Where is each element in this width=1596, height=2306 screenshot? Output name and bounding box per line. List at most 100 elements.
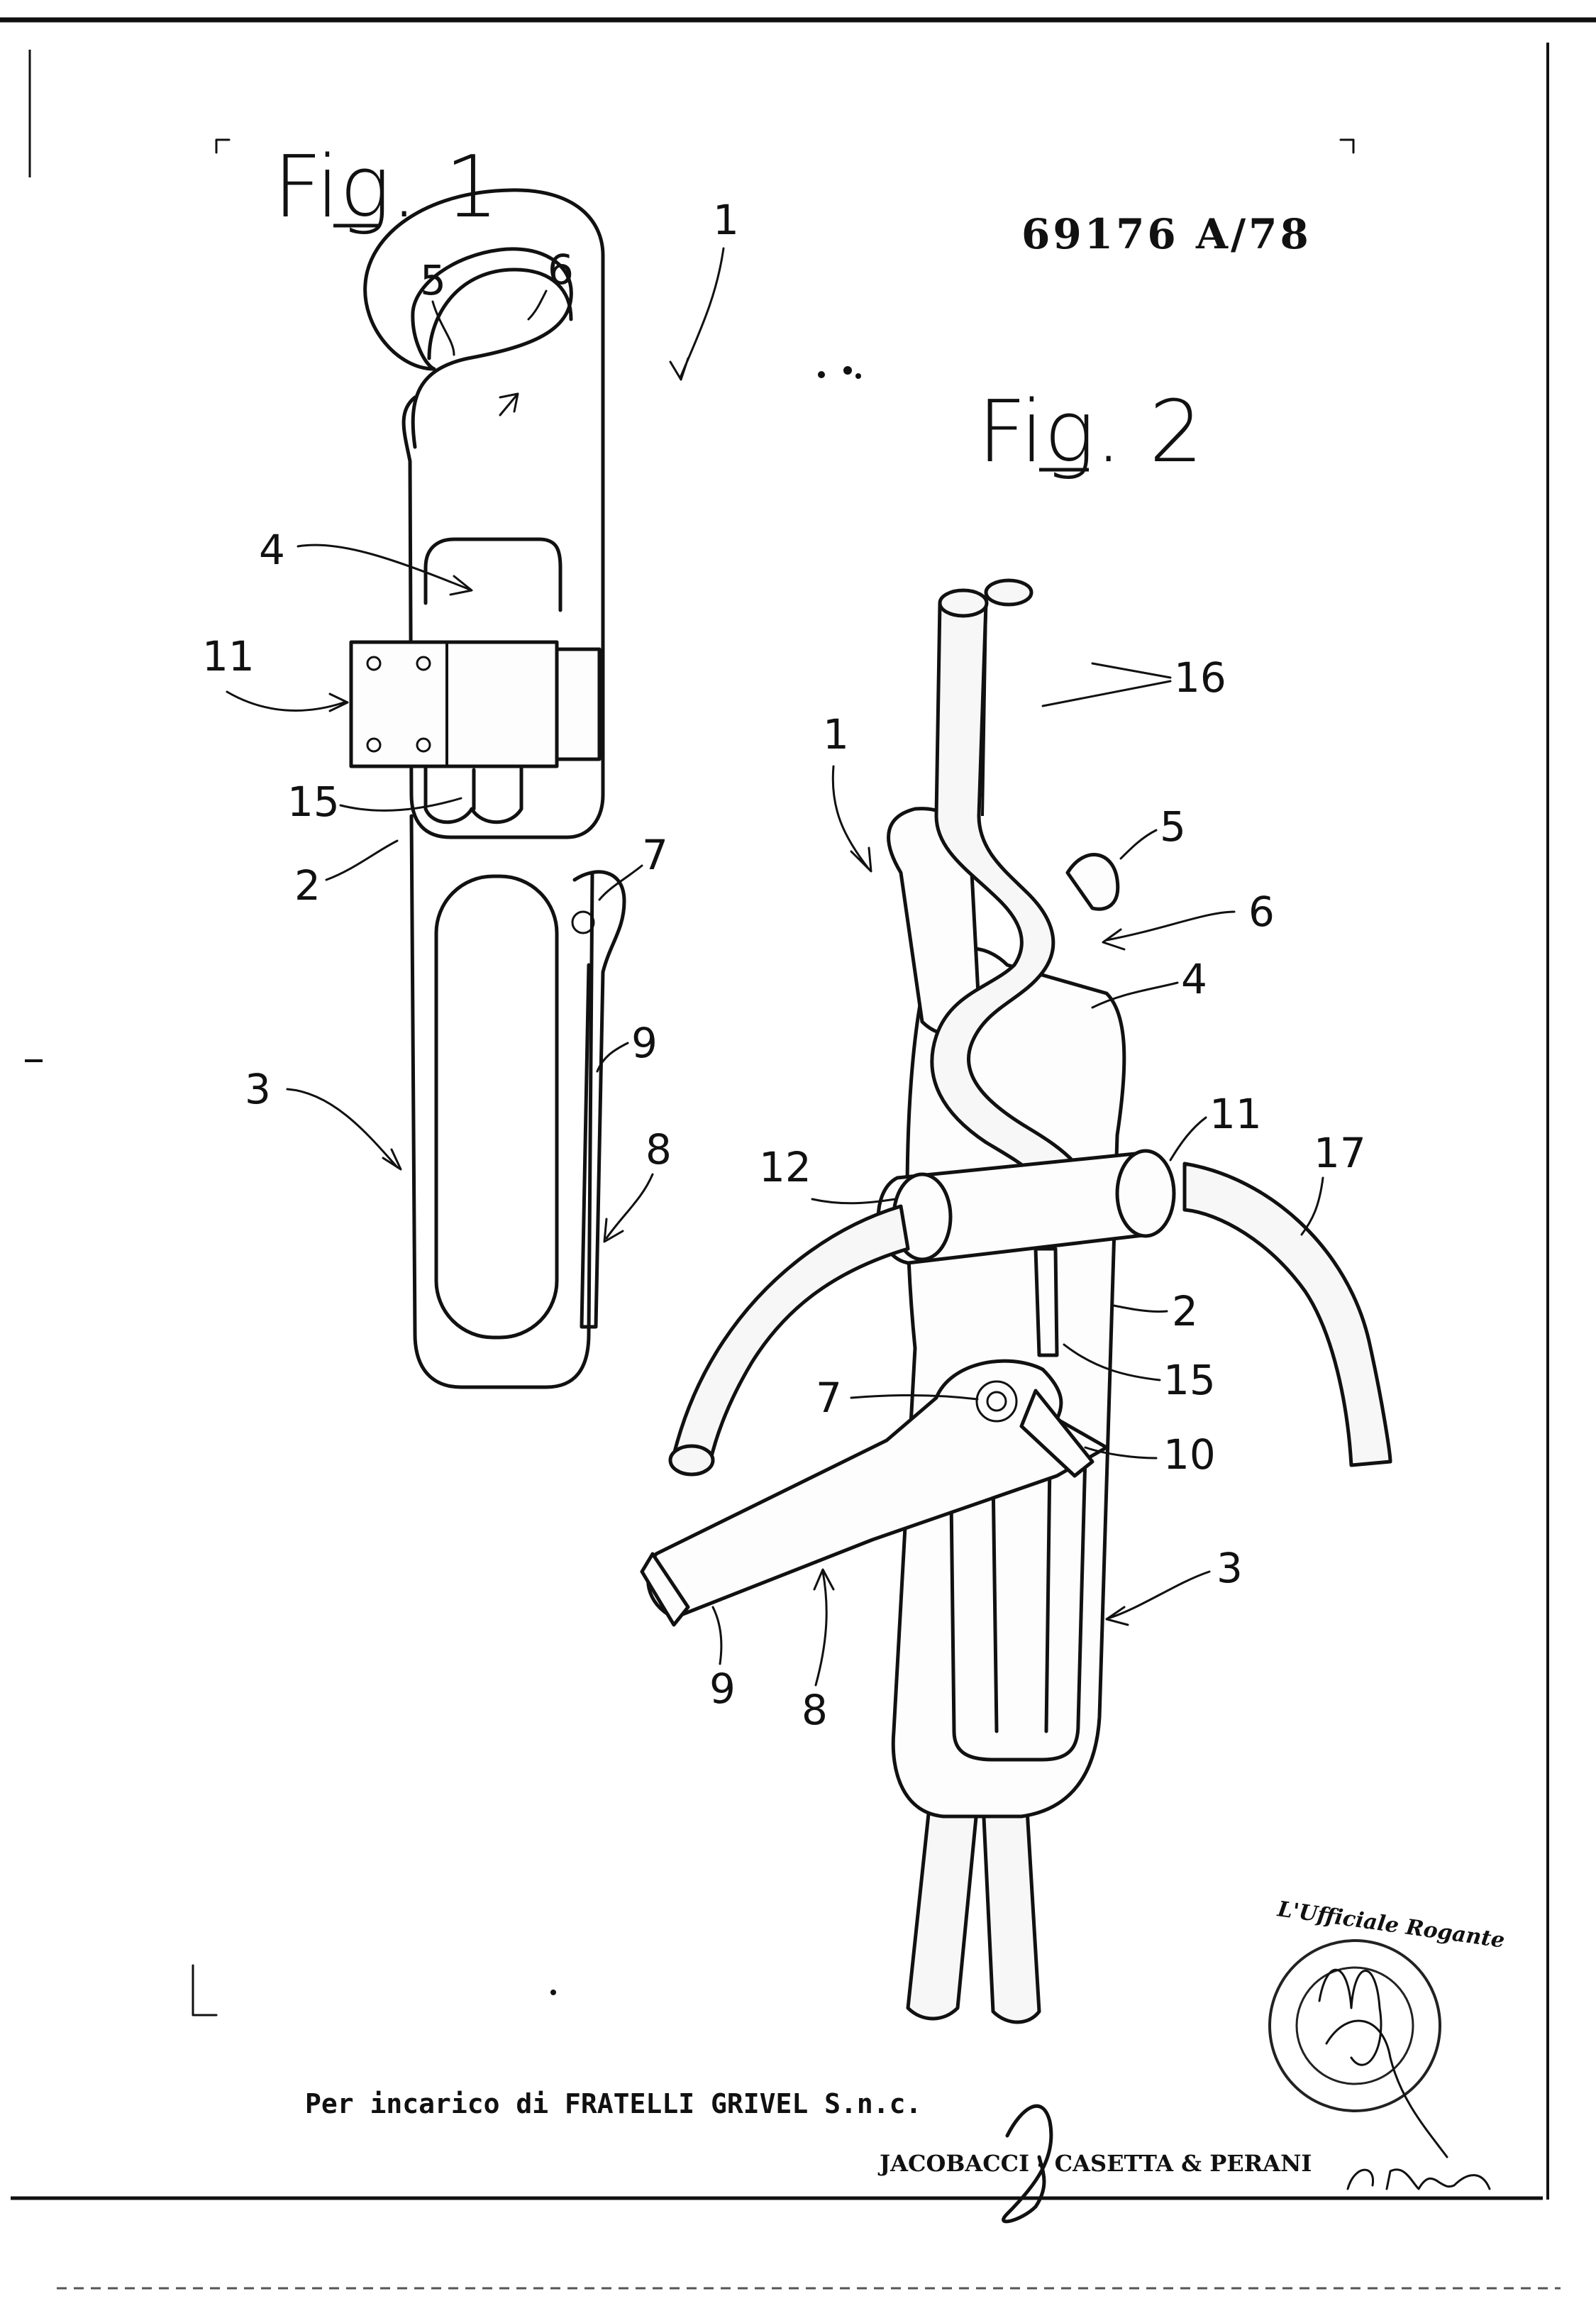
fig1-plate-side xyxy=(555,647,602,761)
fig2-side-rope-17 xyxy=(1182,1162,1392,1467)
fig2-leader-1 xyxy=(831,765,872,873)
fig2-title: Fig. 2 xyxy=(977,383,1203,482)
handwritten-signature-1 xyxy=(1002,2104,1053,2224)
fig2-rope-divider xyxy=(981,606,987,817)
fig1-leader-8 xyxy=(603,1173,654,1243)
fig1-label-15: 15 xyxy=(287,778,340,826)
fig1-leader-2 xyxy=(325,839,399,881)
corner-mark-top-left xyxy=(215,138,231,154)
fig2-label-5: 5 xyxy=(1160,802,1186,851)
fig2-leader-10 xyxy=(1084,1446,1158,1460)
stamp-outer-circle xyxy=(1268,1939,1441,2112)
fig2-leader-9 xyxy=(711,1606,723,1665)
fig1-label-11: 11 xyxy=(202,632,255,680)
fig2-label-15: 15 xyxy=(1163,1356,1216,1404)
fig2-cam-10 xyxy=(1019,1389,1095,1478)
fig2-label-10: 10 xyxy=(1163,1430,1216,1479)
fig2-leader-5 xyxy=(1119,829,1158,860)
fig2-leader-4 xyxy=(1091,981,1179,1009)
fig1-leader-5 xyxy=(431,300,455,356)
fig1-title: Fig. 1 xyxy=(273,138,499,237)
fig1-label-3: 3 xyxy=(245,1065,271,1113)
fig1-hook-outline xyxy=(363,188,605,839)
fig1-label-8: 8 xyxy=(645,1125,672,1174)
fig2-label-4: 4 xyxy=(1181,955,1207,1003)
fig2-lower-rope-left xyxy=(906,1772,981,2021)
fig2-rope-end-right xyxy=(984,578,1033,607)
fig1-screw-2 xyxy=(416,656,431,671)
fig1-label-5: 5 xyxy=(420,256,446,304)
fig1-lower-window xyxy=(434,874,559,1340)
fig1-leader-6 xyxy=(527,289,548,321)
fig1-arrow-in-hook xyxy=(499,392,519,416)
fig2-pivot-7-inner xyxy=(986,1391,1007,1412)
fig2-label-1: 1 xyxy=(823,710,849,758)
fig2-leader-8 xyxy=(813,1568,835,1687)
fig2-leader-16 xyxy=(1041,662,1172,707)
fig2-leader-15 xyxy=(1063,1343,1161,1381)
fig2-label-7: 7 xyxy=(816,1374,842,1422)
fig1-label-6: 6 xyxy=(548,246,574,294)
fig2-label-17: 17 xyxy=(1314,1129,1366,1177)
official-stamp: L'Ufficiale Rogante xyxy=(1268,1897,1507,2158)
fig2-lower-slot xyxy=(991,1460,1052,1733)
reference-number: 69176 A/78 xyxy=(1021,210,1312,258)
footer-attribution: Per incarico di FRATELLI GRIVEL S.n.c. xyxy=(305,2088,921,2119)
fig2-rope-end-left xyxy=(938,588,989,618)
fig2-left-rope xyxy=(672,1204,910,1467)
stamp-heading: L'Ufficiale Rogante xyxy=(1275,1897,1507,1953)
fig1-label-4: 4 xyxy=(259,526,285,574)
fig1-screw-3 xyxy=(366,737,382,753)
fig2-crossbar-end-11 xyxy=(1115,1149,1176,1238)
stamp-signature-scrawl xyxy=(1325,2019,1448,2158)
scan-speckle xyxy=(843,366,852,375)
fig1-label-2: 2 xyxy=(294,861,321,910)
fig1-screw-1 xyxy=(366,656,382,671)
fig2-leader-7 xyxy=(850,1394,979,1401)
fig1-label-9: 9 xyxy=(631,1019,658,1067)
corner-mark-bottom-left xyxy=(192,1964,218,2017)
fig1-leader-7 xyxy=(598,864,643,901)
fig1-prongs-15 xyxy=(423,764,523,824)
fig2-label-9: 9 xyxy=(709,1665,736,1713)
scan-speckle xyxy=(855,373,861,379)
stamp-inner-circle xyxy=(1295,1966,1414,2085)
fig2-leader-11 xyxy=(1169,1116,1207,1162)
fig1-hook-slot xyxy=(427,267,573,360)
fig1-label-7: 7 xyxy=(642,831,668,879)
fig1-plate-11 xyxy=(349,640,559,768)
fig2-label-8: 8 xyxy=(802,1686,828,1734)
fig2-lower-rope-right xyxy=(980,1772,1041,2024)
fig1-window-4 xyxy=(423,537,563,612)
fig2-lever-end xyxy=(640,1552,690,1627)
fig2-leader-17 xyxy=(1300,1176,1324,1236)
fig2-leader-2 xyxy=(1112,1304,1168,1313)
fig2-leader-6 xyxy=(1102,910,1236,951)
fig2-lower-window xyxy=(948,1438,1087,1762)
fig1-lever xyxy=(572,870,626,1329)
fig2-hook-tip-5 xyxy=(1065,853,1120,911)
handwritten-signature-2 xyxy=(1346,2168,1491,2190)
fig2-pivot-7 xyxy=(975,1380,1018,1423)
fig2-prong-15 xyxy=(1033,1247,1059,1357)
scan-speckle xyxy=(818,371,825,378)
fig1-leader-4 xyxy=(297,544,473,596)
fig1-leader-11 xyxy=(226,690,349,712)
figure-1: Fig. 1 1 5 6 4 11 1 xyxy=(202,138,739,1389)
fig1-label-1: 1 xyxy=(713,196,739,244)
stamp-emblem xyxy=(1318,1968,1382,2066)
fig1-leader-9 xyxy=(596,1042,629,1073)
fig2-label-3: 3 xyxy=(1217,1544,1243,1592)
figure-2: Fig. 2 16 1 xyxy=(640,383,1392,2024)
scan-speckle xyxy=(550,1990,556,1995)
corner-mark-top-right xyxy=(1339,138,1355,154)
fig1-body-outline xyxy=(409,814,594,1389)
fig2-label-6: 6 xyxy=(1248,888,1275,936)
fig1-leader-3 xyxy=(286,1088,402,1171)
firm-name: JACOBACCI - CASETTA & PERANI xyxy=(877,2150,1312,2177)
fig2-left-rope-end xyxy=(668,1444,715,1477)
fig2-label-11: 11 xyxy=(1209,1090,1262,1138)
fig1-pivot-7 xyxy=(571,910,595,934)
fig1-leader-1 xyxy=(669,247,725,381)
